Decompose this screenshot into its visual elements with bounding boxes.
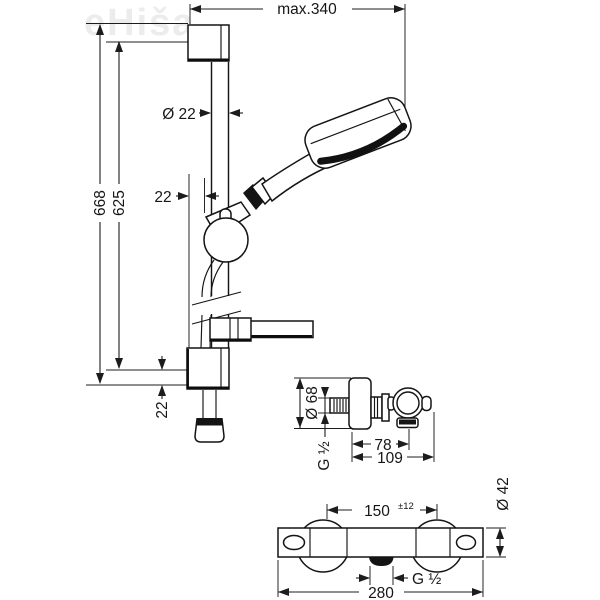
site-watermark: eHiša	[84, 2, 196, 44]
dim-label-body-diameter: Ø 42	[495, 477, 512, 511]
mixer-front-view: 150 ±12	[277, 477, 512, 600]
dim-label-hole-distance: 150	[364, 503, 390, 520]
dim-label-bottom-offset: 22	[154, 401, 171, 418]
soap-dish-arm	[209, 317, 314, 342]
dim-625: 625	[106, 41, 188, 371]
spray-face-edge	[317, 122, 408, 165]
handle-dark-ring	[243, 184, 265, 210]
dim-label-bar-height: 625	[111, 190, 128, 216]
shower-head	[304, 97, 412, 169]
dim-holder-offset: 22	[154, 174, 219, 348]
dim-label-depth-109: 109	[377, 450, 403, 467]
dim-inlet-thread: G ½	[316, 387, 333, 471]
dim-label-holder-offset: 22	[154, 189, 171, 206]
mixer-side-body	[329, 377, 432, 430]
dim-label-max-width: max.340	[277, 1, 337, 18]
hose-connector	[194, 418, 225, 443]
shower-hose	[200, 259, 224, 418]
left-handle-oval	[282, 534, 306, 551]
dim-label-depth-78: 78	[374, 437, 391, 454]
mixer-front-body	[277, 519, 484, 573]
dim-bar-diameter: Ø 22	[162, 106, 243, 123]
dim-label-bar-diameter: Ø 22	[162, 106, 196, 123]
dim-bottom-offset: 22	[154, 356, 171, 419]
dim-total-width: 280	[277, 560, 484, 600]
dim-label-total-width: 280	[368, 585, 394, 600]
dim-label-inlet-thread: G ½	[316, 441, 333, 470]
wall-flange	[348, 377, 372, 430]
dim-668: 668	[86, 23, 188, 386]
handle-knob-inner	[396, 391, 420, 415]
shower-rail-set-view: max.340 668 625	[86, 1, 412, 443]
mixer-body-bar	[277, 527, 484, 558]
dim-hole-distance: 150 ±12	[326, 501, 438, 520]
dim-label-flange-diameter: Ø 68	[304, 386, 321, 420]
dim-max-340: max.340	[189, 1, 406, 110]
dim-outlet-thread: G ½	[356, 566, 441, 588]
bottom-outlet	[369, 557, 394, 566]
mixer-side-view: Ø 68 G ½	[294, 377, 435, 471]
knob-tab	[421, 395, 432, 412]
right-handle-oval	[455, 534, 477, 551]
dim-label-overall-height: 668	[92, 190, 109, 216]
body-step	[370, 396, 383, 419]
hand-shower	[203, 97, 412, 263]
holder-knob	[203, 217, 249, 263]
dim-depth-78: 78	[351, 429, 410, 462]
dim-flange-diameter: Ø 68	[294, 377, 351, 429]
bottom-bracket	[186, 347, 230, 390]
wall-bar	[210, 62, 230, 348]
top-bracket	[187, 24, 230, 62]
dim-body-diameter: Ø 42	[486, 477, 512, 558]
dim-label-outlet-thread: G ½	[412, 571, 441, 588]
dim-depth-109: 109	[352, 412, 435, 467]
dim-label-hole-tolerance: ±12	[398, 501, 414, 512]
